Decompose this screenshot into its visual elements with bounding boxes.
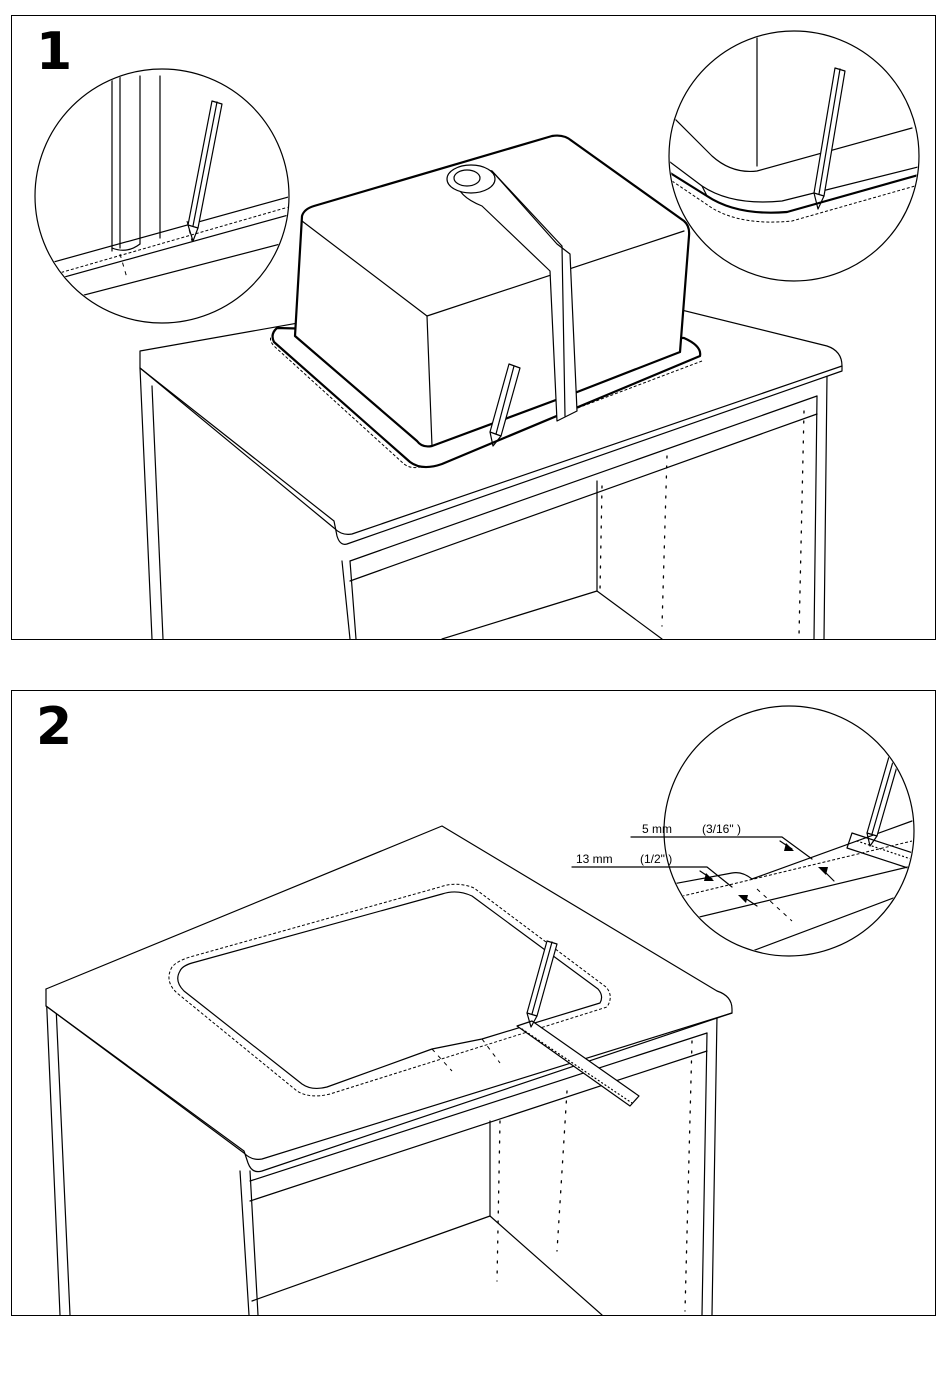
step-number: 2 [36,701,70,753]
inner-dimension-mm: 13 mm [576,852,613,866]
countertop [46,826,732,1172]
step-2-illustration: 5 mm (3/16" ) 13 mm (1/2" ) [12,691,935,1315]
step-1-panel: 1 [11,15,936,640]
outer-dimension-inch: (3/16" ) [702,822,741,836]
detail-circle-dimensions: 5 mm (3/16" ) 13 mm (1/2" ) [572,701,922,956]
step-2-panel: 5 mm (3/16" ) 13 mm (1/2" ) 2 [11,690,936,1316]
step-number: 1 [36,26,70,78]
step-1-illustration [12,16,935,639]
detail-circle-right [662,31,922,281]
outer-dimension-mm: 5 mm [642,822,672,836]
inner-dimension-inch: (1/2" ) [640,852,672,866]
detail-circle-left [32,69,292,323]
